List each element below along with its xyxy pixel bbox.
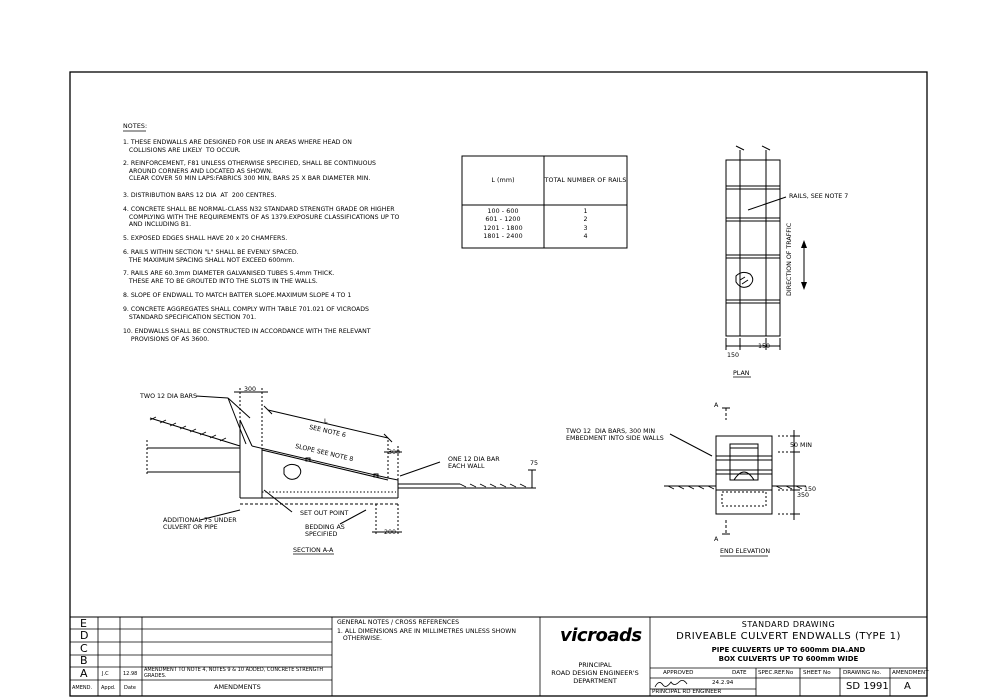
date-label: DATE bbox=[732, 670, 747, 676]
amendment-label: AMENDMENT bbox=[892, 670, 929, 676]
amendment-value: A bbox=[904, 681, 911, 692]
plan-dim-150-right: 150 bbox=[758, 343, 771, 350]
revision-b: B bbox=[80, 654, 88, 667]
section-view bbox=[146, 388, 536, 536]
section-one-bar-label: ONE 12 DIA BAR EACH WALL bbox=[448, 456, 500, 471]
table-cell: 601 - 1200 bbox=[485, 216, 521, 223]
sheet-label: SHEET No bbox=[803, 670, 831, 676]
elev-dim-150: 150 bbox=[804, 486, 817, 493]
plan-rails-note: RAILS, SEE NOTE 7 bbox=[789, 193, 849, 200]
plan-view bbox=[725, 145, 807, 350]
revision-a: A bbox=[80, 667, 88, 680]
footer-date: Date bbox=[124, 685, 136, 691]
section-dim-75: 75 bbox=[530, 460, 539, 467]
note-2: 2. REINFORCEMENT, F81 UNLESS OTHERWISE S… bbox=[123, 160, 376, 183]
elev-bars-note: TWO 12 DIA BARS, 300 MIN EMBEDMENT INTO … bbox=[566, 428, 664, 443]
note-8: 8. SLOPE OF ENDWALL TO MATCH BATTER SLOP… bbox=[123, 292, 352, 299]
section-dim-200: 200 bbox=[384, 529, 397, 536]
table-cell: 1 bbox=[583, 208, 588, 215]
elev-a-top: A bbox=[714, 402, 719, 409]
section-bedding-label: BEDDING AS SPECIFIED bbox=[305, 524, 345, 539]
revision-d: D bbox=[80, 629, 89, 642]
section-set-out-label: SET OUT POINT bbox=[300, 510, 349, 517]
note-4: 4. CONCRETE SHALL BE NORMAL-CLASS N32 ST… bbox=[123, 206, 400, 229]
table-cell: 2 bbox=[583, 216, 588, 223]
footer-appd: Appd. bbox=[101, 685, 116, 691]
note-10: 10. ENDWALLS SHALL BE CONSTRUCTED IN ACC… bbox=[123, 328, 371, 343]
section-dim-300-right: 300 bbox=[388, 449, 401, 456]
table-cell: 1201 - 1800 bbox=[483, 225, 523, 232]
drawing-subtitle-1: PIPE CULVERTS UP TO 600mm DIA.AND bbox=[711, 646, 866, 654]
approved-date: 24.2.94 bbox=[712, 680, 734, 686]
amend-date: 12.98 bbox=[123, 671, 138, 677]
end-elevation-view bbox=[664, 407, 806, 535]
note-9: 9. CONCRETE AGGREGATES SHALL COMPLY WITH… bbox=[123, 306, 369, 321]
amend-initials: J.C bbox=[102, 671, 109, 677]
drawing-number: SD 1991 bbox=[846, 681, 889, 692]
elev-a-bottom: A bbox=[714, 536, 719, 543]
section-dim-l: L bbox=[324, 418, 328, 425]
general-notes-title: GENERAL NOTES / CROSS REFERENCES bbox=[337, 619, 460, 626]
plan-title: PLAN bbox=[733, 370, 750, 377]
note-6: 6. RAILS WITHIN SECTION "L" SHALL BE EVE… bbox=[123, 249, 299, 264]
table-cell: 1801 - 2400 bbox=[483, 233, 523, 240]
revision-e: E bbox=[80, 617, 87, 630]
drawing-title: DRIVEABLE CULVERT ENDWALLS (TYPE 1) bbox=[676, 631, 901, 642]
notes-heading: NOTES: bbox=[123, 123, 148, 130]
section-dim-300-top: 300 bbox=[244, 386, 257, 393]
section-two-bars-label: TWO 12 DIA BARS bbox=[140, 393, 198, 400]
general-notes-text: 1. ALL DIMENSIONS ARE IN MILLIMETRES UNL… bbox=[337, 628, 516, 643]
table-cell: 4 bbox=[583, 233, 588, 240]
amend-text: AMENDMENT TO NOTE 4, NOTES 9 & 10 ADDED,… bbox=[144, 667, 324, 679]
elev-dim-50: 50 MIN bbox=[790, 442, 813, 449]
section-additional-label: ADDITIONAL 75 UNDER CULVERT OR PIPE bbox=[163, 517, 237, 532]
approved-label: APPROVED bbox=[663, 670, 694, 676]
elev-title: END ELEVATION bbox=[720, 548, 771, 555]
table-header-length: L (mm) bbox=[491, 177, 515, 184]
spec-label: SPEC.REF.No bbox=[758, 670, 794, 676]
drawing-no-label: DRAWING No. bbox=[843, 670, 882, 676]
table-cell: 100 - 600 bbox=[487, 208, 519, 215]
table-cell: 3 bbox=[583, 225, 588, 232]
elev-dim-350: 350 bbox=[797, 492, 810, 499]
plan-dim-150-left: 150 bbox=[727, 352, 740, 359]
footer-amend: AMEND. bbox=[72, 685, 93, 691]
note-1: 1. THESE ENDWALLS ARE DESIGNED FOR USE I… bbox=[123, 139, 352, 154]
note-3: 3. DISTRIBUTION BARS 12 DIA AT 200 CENTR… bbox=[123, 192, 277, 199]
drawing-subtitle-2: BOX CULVERTS UP TO 600mm WIDE bbox=[718, 655, 859, 663]
note-7: 7. RAILS ARE 60.3mm DIAMETER GALVANISED … bbox=[123, 270, 335, 285]
footer-amendments: AMENDMENTS bbox=[214, 683, 261, 691]
revision-c: C bbox=[80, 642, 88, 655]
department-label: PRINCIPAL ROAD DESIGN ENGINEER'S DEPARTM… bbox=[551, 661, 639, 685]
note-5: 5. EXPOSED EDGES SHALL HAVE 20 x 20 CHAM… bbox=[123, 235, 288, 242]
table-header-rails: TOTAL NUMBER OF RAILS bbox=[544, 177, 627, 184]
standard-drawing-label: STANDARD DRAWING bbox=[741, 620, 836, 629]
section-title: SECTION A-A bbox=[293, 547, 334, 554]
plan-direction-label: DIRECTION OF TRAFFIC bbox=[786, 222, 793, 296]
approver-role: PRINCIPAL RD ENGINEER bbox=[652, 689, 722, 695]
vicroads-logo: vicroads bbox=[560, 625, 642, 646]
